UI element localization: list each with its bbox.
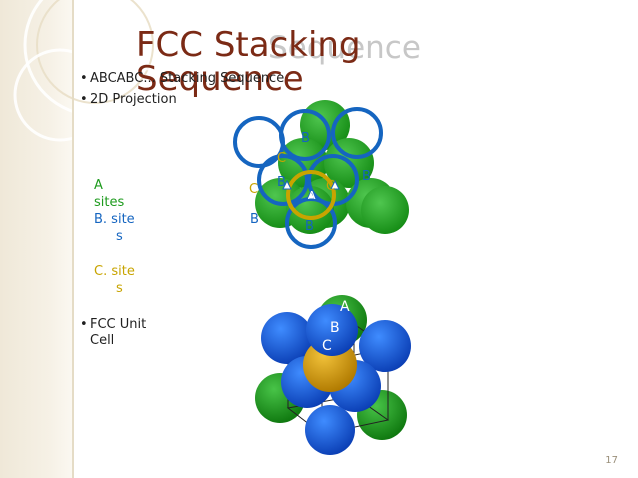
- decorative-rings: [13, 0, 181, 142]
- legend-b-sites: B. site s: [94, 211, 135, 245]
- vertical-divider: [72, 0, 74, 478]
- label-unit-c: C: [322, 338, 332, 354]
- label-b-top: B: [301, 131, 310, 146]
- legend-a-line-1: A: [94, 178, 103, 193]
- left-decorative-band: [0, 0, 72, 478]
- title-shadow: Sequence: [268, 30, 421, 66]
- c-site-ring: [286, 170, 336, 220]
- bullet-fcc-text-line-1: FCC Unit: [90, 317, 147, 332]
- unit-cell-front-atoms: [261, 304, 411, 455]
- legend-c-line-2: s: [116, 281, 123, 296]
- label-b-right: B: [362, 169, 371, 184]
- label-c-mid: C: [326, 179, 335, 194]
- site-markers: [282, 179, 340, 200]
- label-b-bottom: B: [305, 219, 314, 234]
- stacking-projection-diagram: B C B A C B C B B: [233, 100, 409, 249]
- unit-cell-labels: A B C: [322, 299, 350, 354]
- label-c-top: C: [277, 151, 286, 166]
- slide-title: FCC Stacking Sequence: [136, 28, 361, 96]
- projection-labels: B C B A C B C B B: [249, 131, 371, 234]
- bullet-fcc-text-line-2: Cell: [90, 333, 115, 348]
- title-line-2: Sequence: [136, 59, 304, 99]
- page-number: 17: [605, 455, 618, 466]
- fcc-unit-cell-diagram: A B C: [255, 295, 411, 455]
- legend-a-line-2: sites: [94, 195, 125, 210]
- bullet-projection-text: 2D Projection: [90, 92, 177, 107]
- label-a-mid: A: [308, 189, 316, 202]
- label-b-left: B: [250, 212, 259, 227]
- label-c-left: C: [249, 182, 258, 197]
- label-b-mid: B: [277, 175, 286, 190]
- label-unit-b: B: [330, 320, 340, 336]
- legend-c-sites: C. site s: [94, 263, 135, 297]
- legend-b-line-1: B. site: [94, 212, 135, 227]
- label-unit-a: A: [340, 299, 350, 315]
- bullet-projection: •2D Projection: [80, 92, 177, 107]
- bullet-stacking: •ABCABC... Stacking Sequence: [80, 71, 285, 86]
- bullet-stacking-text: ABCABC... Stacking Sequence: [90, 71, 285, 86]
- legend-b-line-2: s: [116, 229, 123, 244]
- title-line-1: FCC Stacking: [136, 25, 361, 65]
- legend-c-line-1: C. site: [94, 264, 135, 279]
